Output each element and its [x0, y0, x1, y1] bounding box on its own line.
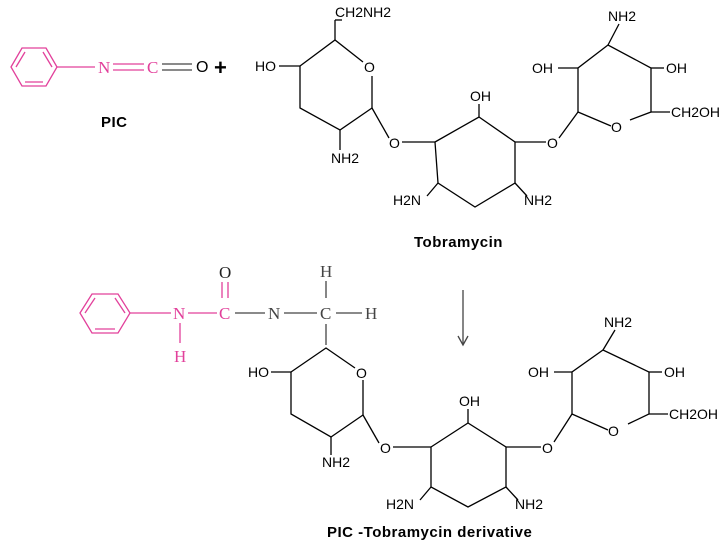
product-nh2-right-top: NH2	[604, 314, 632, 330]
oh-right-a: OH	[532, 60, 553, 76]
plus-sign: +	[214, 55, 227, 80]
reaction-arrow	[457, 290, 469, 347]
product-ring-oxygen-left: O	[356, 365, 367, 381]
methylene-h-top: H	[320, 262, 332, 281]
product-oh-right-a: OH	[528, 364, 549, 380]
oh-center: OH	[470, 88, 491, 104]
h2n-center: H2N	[393, 192, 421, 208]
phenyl-ring	[10, 47, 58, 87]
product-oh-right-b: OH	[664, 364, 685, 380]
amide-h: H	[174, 347, 186, 366]
ch2nh2-group: CH2NH2	[335, 4, 391, 20]
product-ho-left: HO	[248, 364, 269, 380]
product-glycosidic-oxygen-right: O	[542, 440, 553, 456]
tobramycin-label: Tobramycin	[414, 234, 503, 251]
isocyanate-n: N	[98, 58, 110, 77]
ring-oxygen-right: O	[611, 119, 622, 135]
nh2-left: NH2	[331, 150, 359, 166]
glycosidic-oxygen-right: O	[547, 135, 558, 151]
product-ch2oh-group: CH2OH	[669, 406, 718, 422]
ring-oxygen-left: O	[364, 59, 375, 75]
pic-reagent: N C O PIC	[10, 47, 208, 131]
pic-tobramycin-derivative: N H C O N C H H	[79, 262, 718, 541]
glycosidic-oxygen-left: O	[389, 135, 400, 151]
product-nh2-center: NH2	[515, 496, 543, 512]
amide-n: N	[173, 304, 185, 323]
product-h2n-center: H2N	[386, 496, 414, 512]
oh-right-b: OH	[666, 60, 687, 76]
product-phenyl-ring	[79, 293, 131, 334]
product-oh-center: OH	[459, 393, 480, 409]
carbonyl-c: C	[219, 304, 230, 323]
derivative-label: PIC -Tobramycin derivative	[327, 524, 532, 541]
ch2oh-group: CH2OH	[671, 104, 720, 120]
product-ring-oxygen-right: O	[608, 423, 619, 439]
ho-left: HO	[255, 58, 276, 74]
nh2-right-top: NH2	[608, 8, 636, 24]
methylene-h-right: H	[365, 304, 377, 323]
nh2-center: NH2	[524, 192, 552, 208]
product-glycosidic-oxygen-left: O	[380, 440, 391, 456]
methylene-c: C	[320, 304, 331, 323]
isocyanate-c: C	[147, 58, 158, 77]
isocyanate-o: O	[196, 59, 208, 76]
pic-label: PIC	[101, 114, 128, 131]
product-nh2-left: NH2	[322, 454, 350, 470]
linker-n: N	[268, 304, 280, 323]
tobramycin-molecule: CH2NH2 HO O NH2 O OH O H2N NH2 NH2 OH OH…	[255, 4, 720, 251]
carbonyl-o: O	[219, 263, 231, 282]
